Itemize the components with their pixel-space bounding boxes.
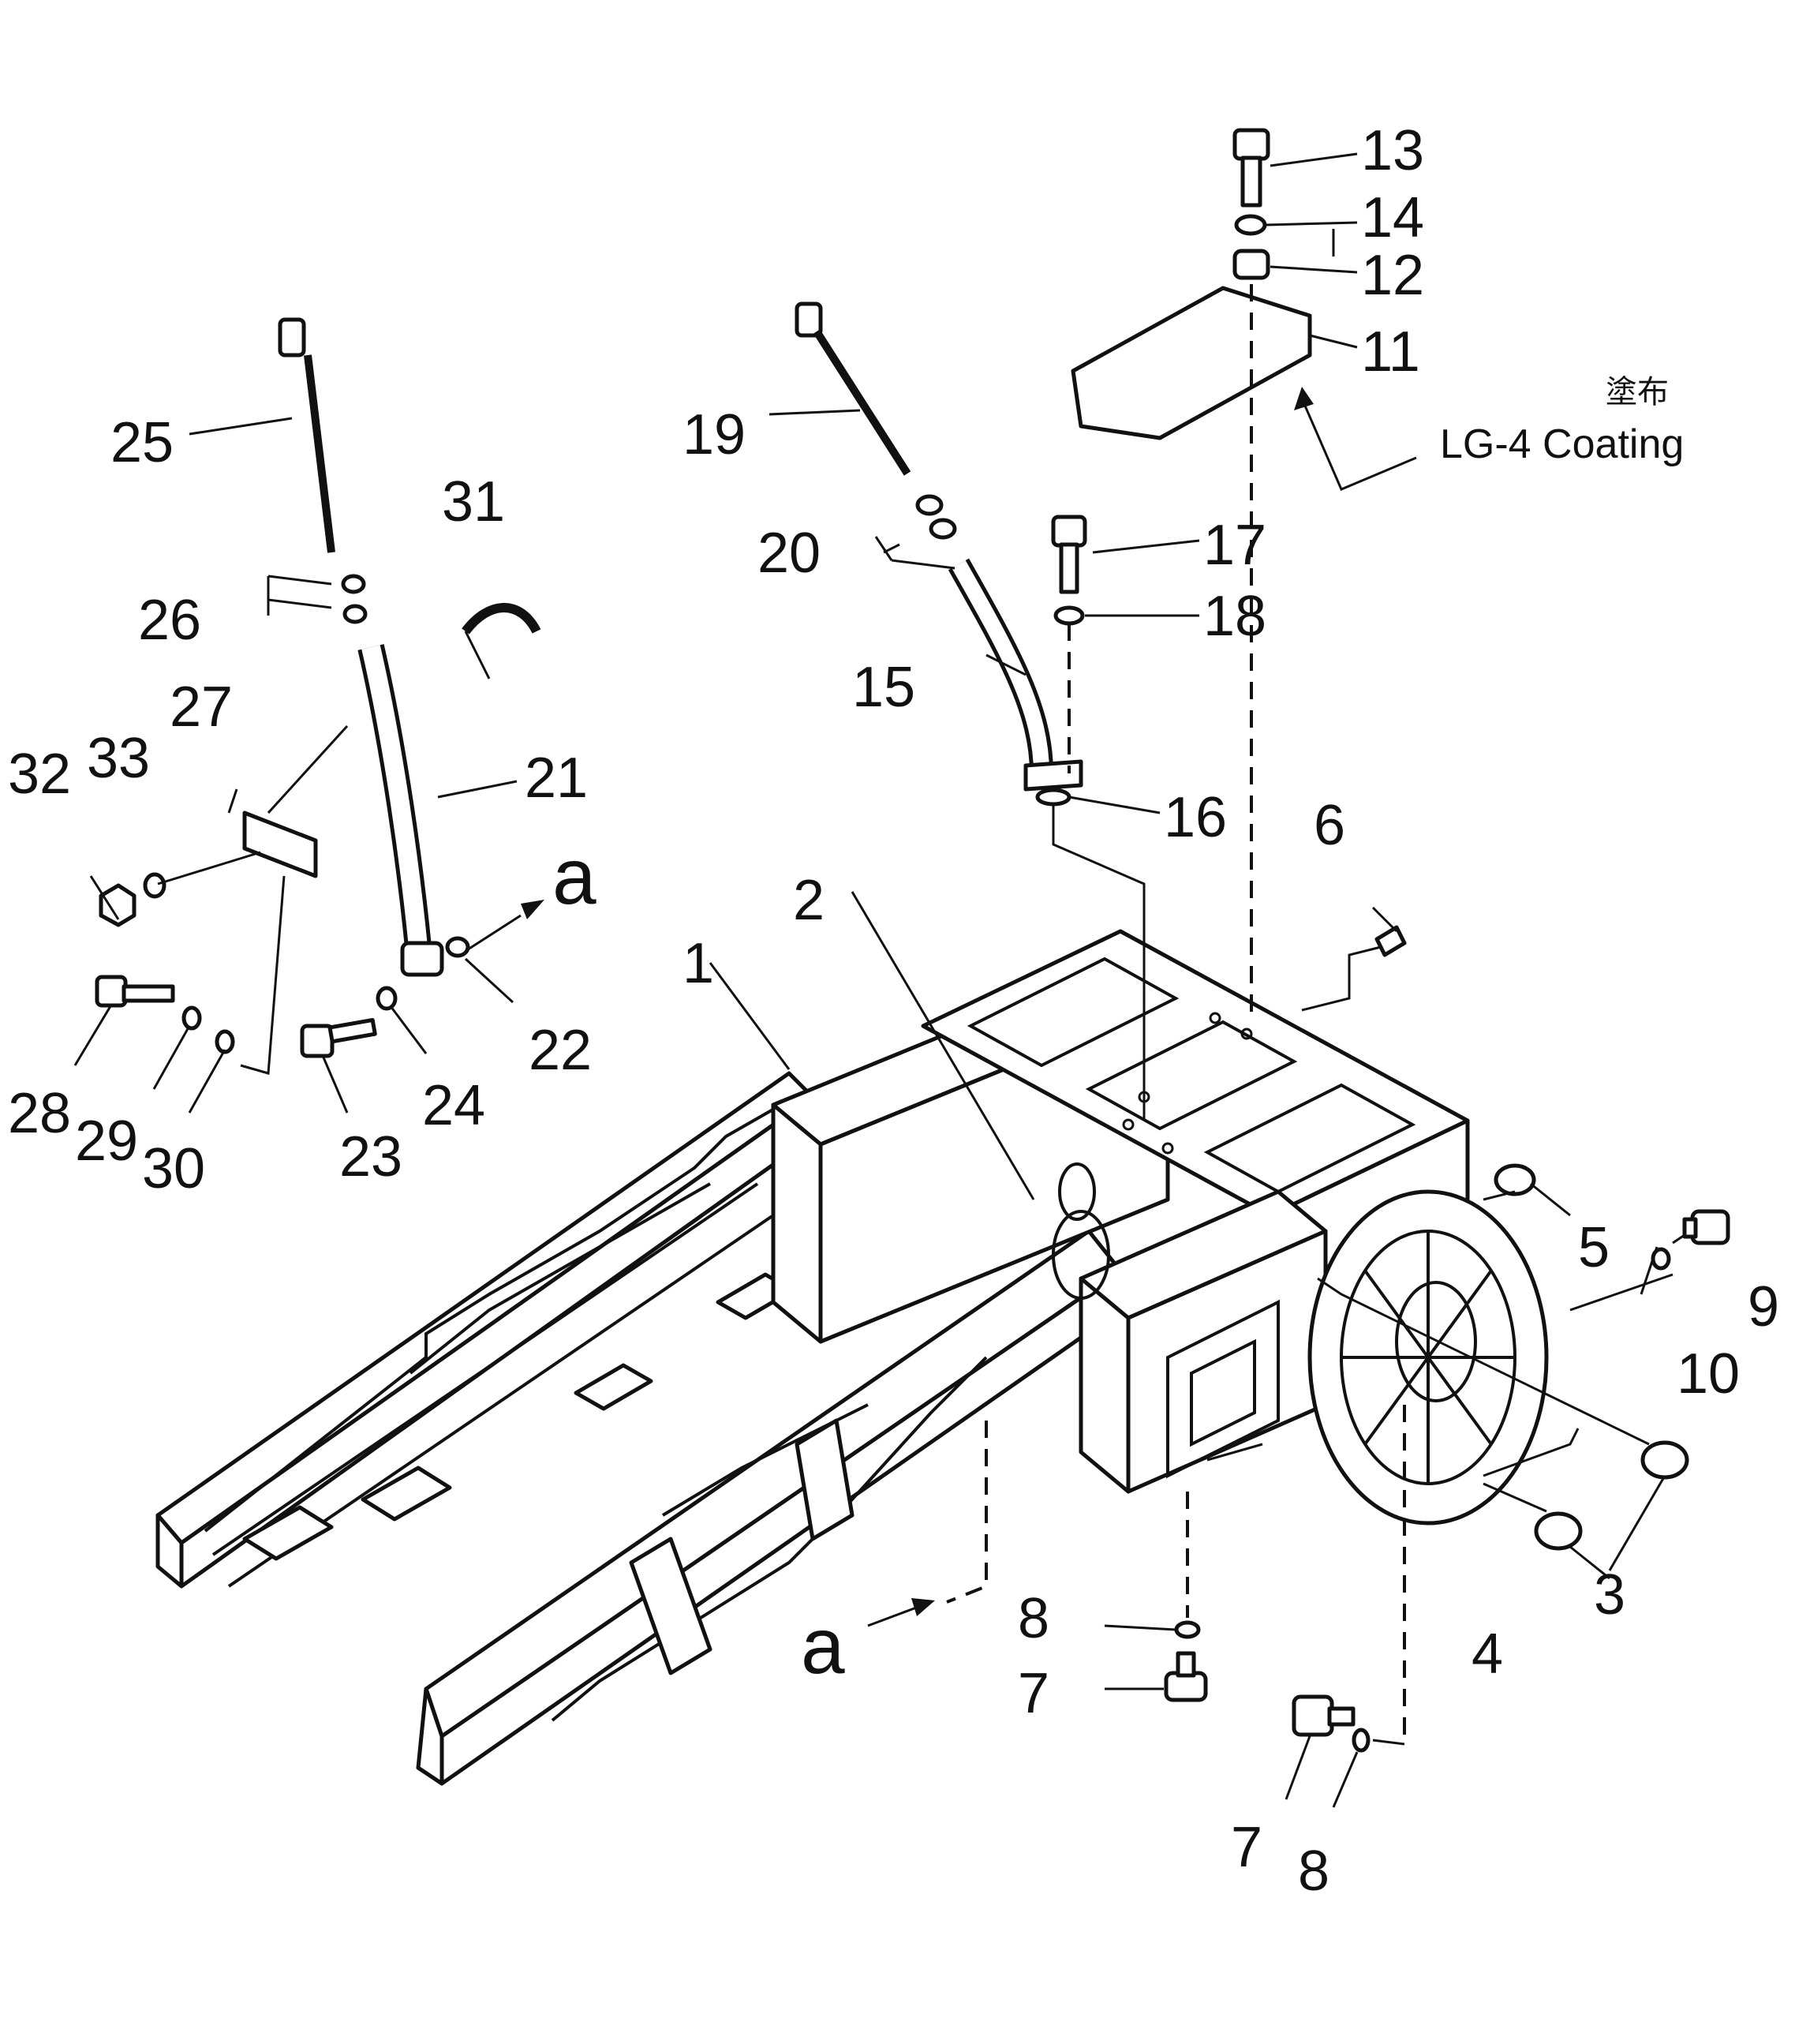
callout-27: 27 — [170, 676, 233, 739]
callout-32: 32 — [8, 743, 71, 806]
washer-29 — [181, 1005, 202, 1031]
callout-25: 25 — [110, 411, 174, 474]
bolt-23 — [300, 1017, 377, 1058]
callout-30: 30 — [142, 1137, 205, 1200]
callout-7b: 7 — [1231, 1816, 1262, 1879]
washer-24 — [376, 986, 398, 1011]
main-frame — [155, 929, 1549, 1786]
drain-plug-7a — [1164, 1651, 1208, 1702]
bolt-13 — [1232, 128, 1270, 208]
callout-1: 1 — [682, 932, 714, 995]
callout-14: 14 — [1361, 186, 1424, 249]
callout-12: 12 — [1361, 244, 1424, 307]
plug-4 — [1534, 1511, 1583, 1551]
callout-23: 23 — [339, 1125, 402, 1189]
o-ring-26a — [341, 574, 366, 594]
tube-15 — [948, 558, 1083, 792]
plug-9 — [1682, 1209, 1730, 1245]
callout-labels: 13 14 12 11 17 18 16 15 20 19 6 5 9 10 3… — [8, 119, 1779, 1903]
callout-3: 3 — [1594, 1563, 1625, 1627]
o-ring-16 — [1035, 788, 1071, 807]
o-ring-8a — [1174, 1620, 1201, 1639]
callout-19: 19 — [682, 403, 746, 466]
bracket-27 — [242, 810, 318, 878]
plug-6 — [1374, 925, 1407, 957]
leader-lines — [73, 152, 1685, 1808]
callout-13: 13 — [1361, 119, 1424, 182]
callout-31: 31 — [442, 470, 505, 533]
o-ring-20a — [915, 494, 944, 516]
callout-6: 6 — [1314, 794, 1345, 857]
callout-2: 2 — [793, 869, 825, 932]
o-ring-22 — [445, 936, 470, 958]
callout-8a: 8 — [1018, 1587, 1049, 1650]
callout-17: 17 — [1203, 514, 1266, 577]
callout-22: 22 — [529, 1019, 592, 1082]
callout-29: 29 — [75, 1110, 138, 1173]
nut-32 — [99, 883, 136, 927]
u-clamp-31 — [462, 603, 541, 635]
dipstick-25 — [278, 317, 335, 553]
callout-5: 5 — [1578, 1216, 1610, 1279]
coating-note-english: LG-4 Coating — [1440, 421, 1684, 467]
o-ring-20b — [929, 518, 957, 540]
dipstick-19 — [795, 301, 911, 476]
callout-16: 16 — [1164, 786, 1227, 849]
washer-33 — [143, 872, 166, 899]
callout-8b: 8 — [1298, 1840, 1329, 1903]
view-marker-a-lower: a — [801, 1602, 845, 1690]
washer-18 — [1053, 605, 1085, 626]
callout-15: 15 — [852, 656, 915, 719]
washer-30 — [215, 1029, 235, 1054]
o-ring-26b — [342, 604, 368, 624]
callout-20: 20 — [757, 522, 821, 585]
tube-21 — [357, 644, 444, 977]
callout-7a: 7 — [1018, 1662, 1049, 1725]
callout-9: 9 — [1748, 1275, 1779, 1338]
callout-10: 10 — [1677, 1342, 1740, 1406]
callout-18: 18 — [1203, 585, 1266, 648]
callout-21: 21 — [525, 747, 588, 810]
washer-14 — [1234, 214, 1267, 236]
bolt-28 — [95, 975, 175, 1008]
callout-4: 4 — [1472, 1623, 1503, 1686]
spacer-12 — [1232, 249, 1270, 280]
callout-26: 26 — [138, 589, 201, 652]
drain-plug-7b — [1292, 1694, 1356, 1737]
callout-24: 24 — [422, 1074, 485, 1137]
plug-3 — [1640, 1440, 1689, 1480]
bolt-17 — [1051, 515, 1087, 594]
plug-5 — [1494, 1163, 1536, 1196]
o-ring-8b — [1352, 1728, 1371, 1753]
coating-note-japanese: 塗布 — [1606, 374, 1669, 410]
cover-11 — [1071, 286, 1312, 440]
callout-28: 28 — [8, 1082, 71, 1145]
view-marker-a-upper: a — [552, 833, 596, 921]
callout-33: 33 — [87, 727, 150, 790]
callout-11: 11 — [1361, 320, 1420, 384]
